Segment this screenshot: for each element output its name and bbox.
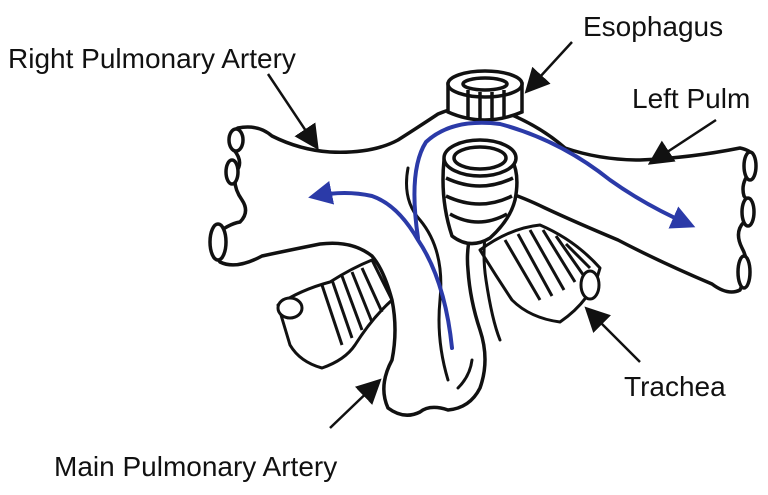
label-right-pulmonary-artery: Right Pulmonary Artery [8, 43, 296, 74]
trachea-through-sling [443, 140, 517, 244]
leader-trachea [588, 310, 640, 362]
leader-main-pulmonary-artery [330, 382, 378, 428]
leader-right-pulmonary-artery [268, 74, 316, 146]
esophagus-tube [448, 71, 522, 120]
trachea-left-segment [278, 260, 392, 368]
label-esophagus: Esophagus [583, 11, 723, 42]
label-left-pulmonary-artery: Left Pulm [632, 83, 750, 114]
trachea-right-segment [480, 225, 600, 322]
label-main-pulmonary-artery: Main Pulmonary Artery [54, 451, 337, 482]
label-trachea: Trachea [624, 371, 726, 402]
leader-esophagus [528, 42, 572, 90]
